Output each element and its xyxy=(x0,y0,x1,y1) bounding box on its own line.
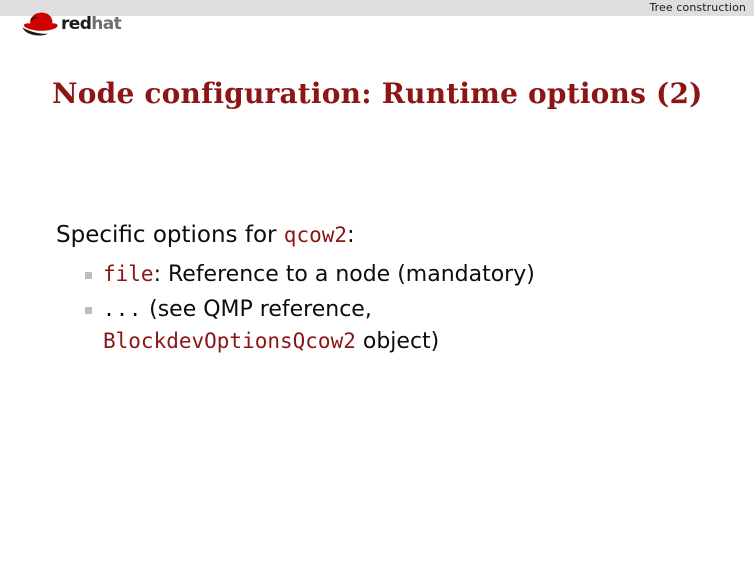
bullet-content: file: Reference to a node (mandatory) xyxy=(103,262,535,287)
square-bullet-icon xyxy=(85,307,92,315)
list-item: ... (see QMP reference, BlockdevOptionsQc… xyxy=(56,295,716,356)
code-file: file xyxy=(103,261,154,286)
bullet-second-line: BlockdevOptionsQcow2 object) xyxy=(103,327,716,357)
ellipsis-glyph: ... xyxy=(103,297,143,322)
slide-title: Node configuration: Runtime options (2) xyxy=(52,76,703,110)
lead-suffix: : xyxy=(347,222,355,248)
bullet-second-line-text: object) xyxy=(355,328,440,354)
logo-word-red: red xyxy=(61,13,92,34)
bullet-list: file: Reference to a node (mandatory) ..… xyxy=(56,260,716,357)
redhat-logo: redhat xyxy=(20,9,140,39)
lead-code-qcow2: qcow2 xyxy=(283,223,348,247)
header-section-title: Tree construction xyxy=(649,1,746,14)
lead-prefix: Specific options for xyxy=(56,222,284,248)
lead-line: Specific options for qcow2: xyxy=(56,222,716,250)
bullet-content: ... (see QMP reference, BlockdevOptionsQc… xyxy=(103,297,716,356)
square-bullet-icon xyxy=(85,271,92,279)
logo-word-hat: hat xyxy=(91,13,122,34)
list-item: file: Reference to a node (mandatory) xyxy=(56,260,716,290)
bullet-text-1: : Reference to a node (mandatory) xyxy=(153,261,535,287)
code-blockdevoptionsqcow2: BlockdevOptionsQcow2 xyxy=(103,328,356,353)
redhat-shadowman-icon xyxy=(22,12,58,36)
header-bar xyxy=(0,0,754,16)
bullet-text-2: (see QMP reference, xyxy=(142,297,372,323)
slide-body: Specific options for qcow2: file: Refere… xyxy=(56,222,716,363)
redhat-wordmark: redhat xyxy=(61,13,122,34)
